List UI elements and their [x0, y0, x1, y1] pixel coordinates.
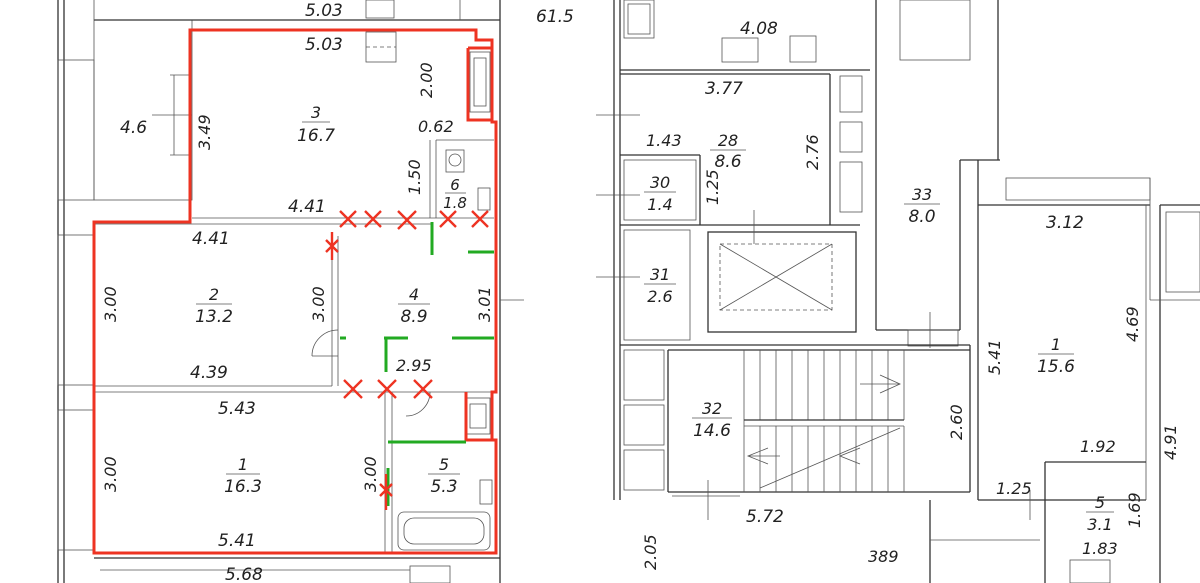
dim-5-41: 5.41	[218, 531, 256, 551]
dim-2-05: 2.05	[641, 534, 660, 570]
dim-5-72: 5.72	[746, 507, 784, 527]
dim-4-41-upper: 4.41	[288, 197, 326, 217]
room-5-right-area: 3.1	[1087, 515, 1112, 534]
right-plan-labels: 61.5 4.08 3.77 1.43 28 8.6 2.76 1.25 30 …	[536, 7, 1180, 570]
dim-balcony: 3.49	[195, 114, 214, 150]
stairs	[743, 350, 905, 492]
dim-3-12: 3.12	[1046, 213, 1084, 233]
room-1-area: 16.3	[224, 477, 262, 497]
room-30-area: 1.4	[647, 195, 672, 214]
dim-room2-height: 3.00	[101, 286, 120, 322]
dim-1-83: 1.83	[1082, 539, 1118, 558]
dim-1-43: 1.43	[646, 131, 682, 150]
top-area: 61.5	[536, 7, 574, 27]
room-5-number: 5	[439, 455, 449, 474]
dim-room2-inner-height: 3.00	[309, 286, 328, 322]
room-5-right-number: 5	[1095, 493, 1105, 512]
right-plan-walls	[596, 0, 1200, 583]
dim-room3-width: 5.03	[305, 35, 343, 55]
dim-1-25-horizontal: 1.25	[996, 479, 1032, 498]
dim-bottom-strip: 5.68	[225, 565, 263, 583]
room-5-area: 5.3	[430, 477, 457, 497]
removed-wall-marks	[325, 210, 489, 510]
dim-0-62: 0.62	[418, 117, 454, 136]
dim-1-69: 1.69	[1125, 492, 1144, 528]
dim-5-41-right: 5.41	[985, 339, 1004, 375]
room-6-number: 6	[450, 176, 460, 194]
dim-2-76: 2.76	[803, 134, 822, 170]
room-1-number: 1	[238, 455, 248, 474]
room-1-right-number: 1	[1051, 335, 1061, 354]
dim-1-25-vertical: 1.25	[703, 169, 722, 205]
room-3-number: 3	[311, 103, 321, 122]
room-30-number: 30	[650, 173, 670, 192]
dim-room1-inner-height: 3.00	[361, 456, 380, 492]
room-1-right-area: 15.6	[1037, 357, 1075, 377]
flat-outline-detail	[464, 46, 492, 442]
room-2-area: 13.2	[195, 307, 233, 327]
dim-2-00: 2.00	[417, 62, 436, 98]
room-4-area: 8.9	[400, 307, 427, 327]
dim-4-91: 4.91	[1161, 424, 1180, 460]
dim-4-69: 4.69	[1123, 306, 1142, 342]
dim-1-92: 1.92	[1080, 437, 1116, 456]
room-28-number: 28	[718, 131, 738, 150]
balcony-area: 4.6	[120, 118, 147, 138]
room-33-area: 8.0	[908, 207, 935, 227]
dim-3-01: 3.01	[475, 286, 494, 322]
dim-room1-height: 3.00	[101, 456, 120, 492]
flat-outline	[92, 28, 498, 555]
room-2-number: 2	[209, 285, 219, 304]
dim-3-77: 3.77	[705, 79, 743, 99]
dim-5-43: 5.43	[218, 399, 256, 419]
left-plan-labels: 5.03 5.03 4.6 3.49 3 16.7 2.00 0.62 1.50…	[101, 1, 494, 583]
dim-1-50: 1.50	[405, 159, 424, 195]
dim-2-60: 2.60	[947, 404, 966, 440]
room-32-number: 32	[702, 399, 722, 418]
dim-2-95: 2.95	[396, 356, 432, 375]
room-31-area: 2.6	[647, 287, 672, 306]
room-32-area: 14.6	[693, 421, 731, 441]
room-31-number: 31	[650, 265, 670, 284]
dim-4-41-lower: 4.41	[192, 229, 230, 249]
dim-389: 389	[868, 547, 899, 566]
room-6-area: 1.8	[443, 194, 467, 212]
room-33-number: 33	[912, 185, 932, 204]
room-4-number: 4	[409, 285, 419, 304]
dim-4-08: 4.08	[740, 19, 778, 39]
room-28-area: 8.6	[714, 152, 741, 172]
room-3-area: 16.7	[297, 126, 335, 146]
dim-4-39: 4.39	[190, 363, 228, 383]
dim-top-strip: 5.03	[305, 1, 343, 21]
